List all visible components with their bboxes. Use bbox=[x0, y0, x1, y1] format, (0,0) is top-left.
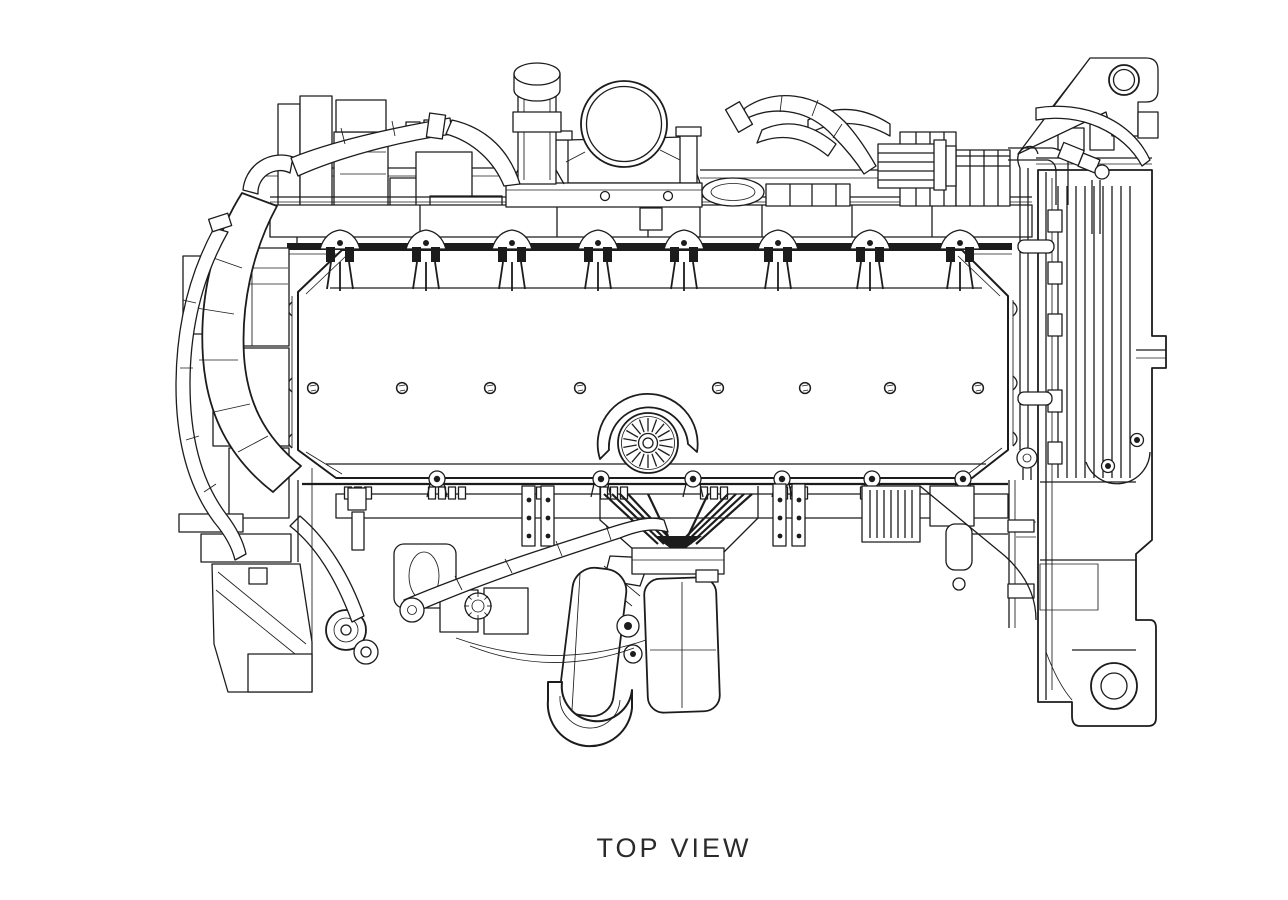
front-hoses bbox=[175, 112, 521, 561]
valve-cover bbox=[287, 249, 1018, 479]
exhaust-stack bbox=[509, 62, 565, 185]
exhaust-manifold bbox=[302, 470, 1037, 628]
exhaust-manifold-clamps bbox=[521, 483, 806, 547]
view-caption: TOP VIEW bbox=[596, 833, 752, 863]
mid-hoses bbox=[724, 95, 877, 175]
breather-impeller bbox=[596, 392, 699, 474]
intake-manifold-fittings bbox=[701, 108, 1010, 207]
dipstick-tube bbox=[1016, 145, 1055, 480]
coolant-tubes-right bbox=[1008, 105, 1151, 234]
air-inlet-opening bbox=[565, 80, 681, 168]
exhaust-outlet-elbow bbox=[546, 681, 633, 748]
turbocharger-assembly bbox=[546, 547, 725, 748]
flywheel-housing bbox=[1016, 123, 1167, 727]
breather-guard bbox=[596, 392, 699, 460]
mounting-foot bbox=[1072, 649, 1138, 710]
fuel-system-left bbox=[289, 487, 669, 665]
